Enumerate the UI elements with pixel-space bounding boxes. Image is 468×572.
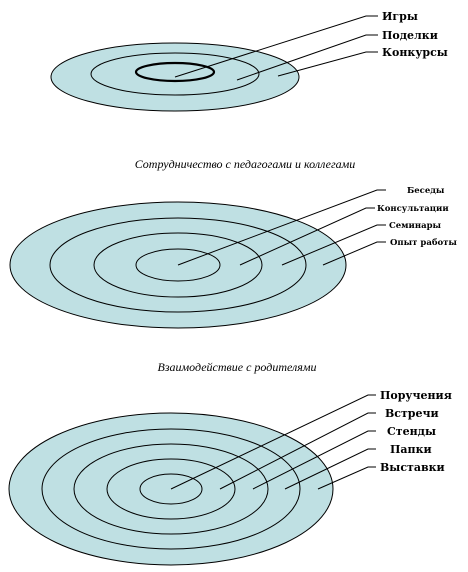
leader-line	[252, 430, 376, 490]
ring	[93, 232, 263, 298]
leader-line	[177, 189, 386, 266]
diagram-1-label: Поделки	[382, 29, 438, 42]
leader-line	[239, 207, 375, 266]
ring	[73, 443, 269, 535]
diagram-2-label: Беседы	[407, 186, 445, 196]
diagram-3-label: Папки	[390, 443, 432, 456]
section-caption: Сотрудничество с педагогами и коллегами	[135, 157, 356, 171]
leader-line	[236, 34, 378, 81]
leader-line	[170, 394, 376, 490]
inner-ring	[134, 61, 216, 83]
diagram-2-label: Консультации	[377, 204, 449, 214]
leader-line	[317, 466, 376, 490]
diagram-2-label: Семинары	[389, 221, 442, 231]
ring	[49, 217, 307, 313]
ring	[41, 428, 301, 550]
diagram-1-label: Игры	[382, 10, 418, 23]
concentric-diagram-2: Беседы Консультации Семинары Опыт работы	[9, 186, 457, 329]
leader-line	[219, 412, 376, 490]
leader-line	[174, 15, 378, 78]
diagram-3-label: Выставки	[380, 461, 445, 474]
concentric-diagram-1: Игры Поделки Конкурсы	[50, 10, 448, 112]
diagram-1-label: Конкурсы	[382, 46, 448, 59]
leader-line	[322, 241, 386, 266]
section-caption: Взаимодействие с родителями	[158, 360, 317, 374]
ring	[135, 248, 221, 282]
diagram-2-label: Опыт работы	[390, 237, 457, 248]
leader-line	[281, 224, 386, 266]
concentric-diagram-3: Поручения Встречи Стенды Папки Выставки	[8, 389, 452, 566]
ring	[106, 458, 236, 520]
diagram-3-label: Поручения	[380, 389, 452, 402]
middle-ring	[90, 52, 260, 96]
diagram-3-label: Стенды	[387, 425, 436, 438]
ring	[139, 473, 203, 505]
leader-line	[284, 448, 376, 490]
leader-line	[277, 51, 378, 77]
diagram-3-label: Встречи	[385, 407, 439, 420]
